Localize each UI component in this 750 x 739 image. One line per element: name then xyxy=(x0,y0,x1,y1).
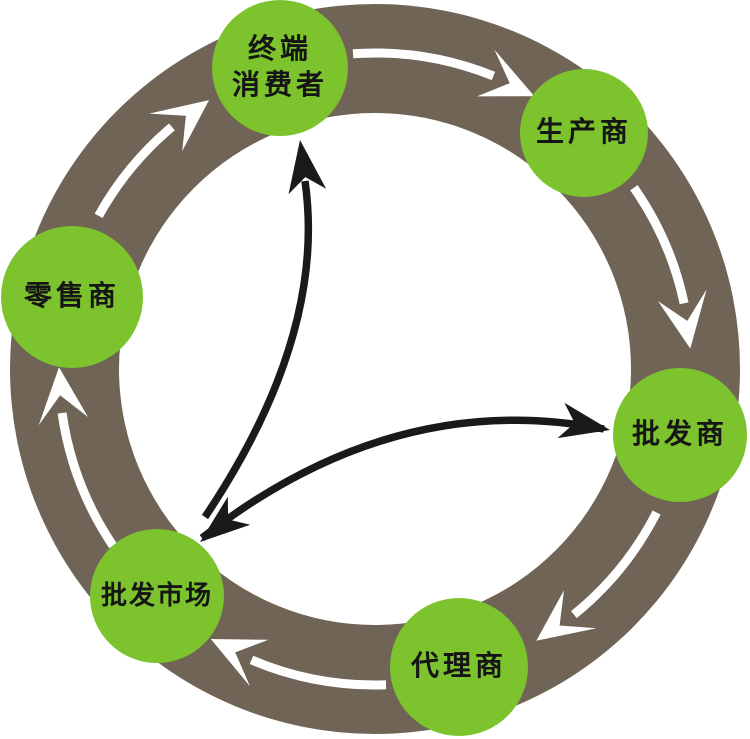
node-wholesaler: 批发商 xyxy=(613,368,747,502)
flow-arrow-market-to-retailer-shaft xyxy=(57,412,117,549)
flow-arrow-agent-to-market-head xyxy=(210,639,269,687)
flow-arrow-wholesaler-to-agent-shaft xyxy=(571,510,661,619)
node-retailer-line1: 零售商 xyxy=(23,281,120,312)
node-agent-label: 代理商 xyxy=(411,649,507,685)
flow-arrow-producer-to-wholesaler-shaft xyxy=(630,185,689,305)
flow-arrow-consumer-to-producer-shaft xyxy=(352,48,496,81)
flow-arrow-retailer-to-consumer-shaft xyxy=(94,123,175,218)
flow-arrow-consumer-to-producer-head xyxy=(476,49,535,97)
flow-arrow-wholesaler-to-agent-head xyxy=(536,590,597,641)
node-end-consumer-label: 终端 消费者 xyxy=(232,32,328,104)
node-agent-line1: 代理商 xyxy=(410,651,507,682)
flow-arrow-agent-to-market-shaft xyxy=(249,655,387,690)
node-end-consumer: 终端 消费者 xyxy=(212,0,348,136)
node-producer: 生产商 xyxy=(520,69,648,197)
node-wholesaler-label: 批发商 xyxy=(632,417,728,453)
node-wholesale-market-label: 批发市场 xyxy=(101,578,213,614)
node-retailer: 零售商 xyxy=(1,226,143,368)
node-producer-line1: 生产商 xyxy=(535,117,632,148)
node-wholesaler-line1: 批发商 xyxy=(631,419,728,450)
flow-arrow-producer-to-wholesaler-head xyxy=(658,289,707,349)
node-wholesale-market-line1: 批发市场 xyxy=(100,581,213,610)
node-producer-label: 生产商 xyxy=(536,115,632,151)
node-agent: 代理商 xyxy=(390,598,528,736)
flow-arrow-market-to-retailer-head xyxy=(38,367,88,426)
node-end-consumer-line2: 消费者 xyxy=(231,70,328,101)
node-end-consumer-line1: 终端 xyxy=(247,34,312,65)
node-wholesale-market: 批发市场 xyxy=(90,529,224,663)
node-retailer-label: 零售商 xyxy=(24,279,120,315)
flow-arrow-retailer-to-consumer-head xyxy=(149,100,209,152)
